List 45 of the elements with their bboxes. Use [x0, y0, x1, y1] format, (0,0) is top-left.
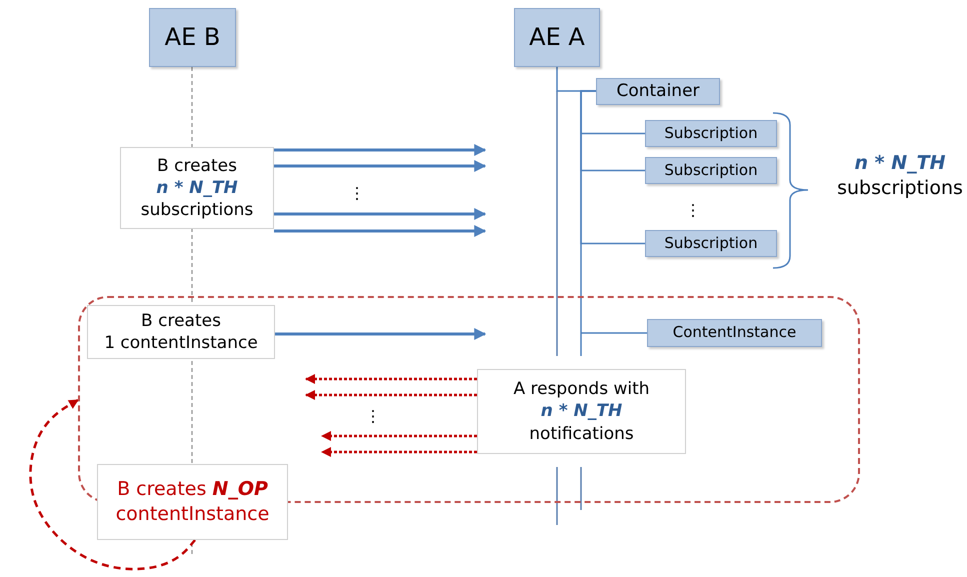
node-text: Subscription — [664, 160, 758, 179]
arrow — [274, 208, 486, 220]
node-text: notifications — [529, 424, 634, 444]
arrow — [305, 374, 477, 384]
node-text: 1 contentInstance — [104, 333, 258, 353]
arrow — [274, 160, 486, 172]
process-box — [87, 305, 275, 359]
resource-box — [596, 78, 720, 105]
process-box — [120, 147, 274, 229]
connector-line — [580, 90, 648, 357]
arrow — [321, 447, 477, 457]
resource-box — [647, 319, 822, 347]
node-text: contentInstance — [116, 503, 270, 525]
arrow — [321, 431, 477, 441]
node-text: n * N_TH — [156, 178, 238, 198]
bracket-label: n * N_TH — [854, 152, 946, 174]
resource-box — [645, 157, 777, 184]
bracket-label: subscriptions — [837, 177, 963, 199]
ellipsis: ⋮ — [685, 200, 701, 220]
node-text: B creates — [117, 478, 206, 500]
node-text: Subscription — [664, 234, 758, 252]
node-text: A responds with — [513, 379, 650, 400]
node-text: B creates — [141, 310, 221, 331]
process-box — [477, 369, 686, 454]
node-text: Container — [616, 81, 700, 102]
node-text: AE A — [529, 22, 585, 51]
node-text: ContentInstance — [672, 323, 796, 342]
node-text: N_OP — [212, 478, 268, 500]
ellipsis: ⋮ — [349, 184, 365, 202]
node-text: subscriptions — [140, 200, 254, 220]
arrow — [274, 225, 486, 237]
node-text: n * N_TH — [540, 401, 622, 422]
node-text: B creates — [157, 156, 237, 176]
resource-box — [645, 230, 777, 257]
node-text: AE B — [164, 22, 220, 51]
arrow — [29, 398, 196, 570]
arrow — [274, 144, 486, 156]
node-text: Subscription — [664, 124, 758, 142]
ellipsis: ⋮ — [365, 406, 381, 426]
resource-box — [645, 120, 777, 147]
resource-box — [149, 8, 236, 67]
process-box — [97, 464, 288, 540]
arrow — [275, 328, 486, 340]
resource-box — [514, 8, 600, 67]
arrow — [305, 390, 477, 400]
